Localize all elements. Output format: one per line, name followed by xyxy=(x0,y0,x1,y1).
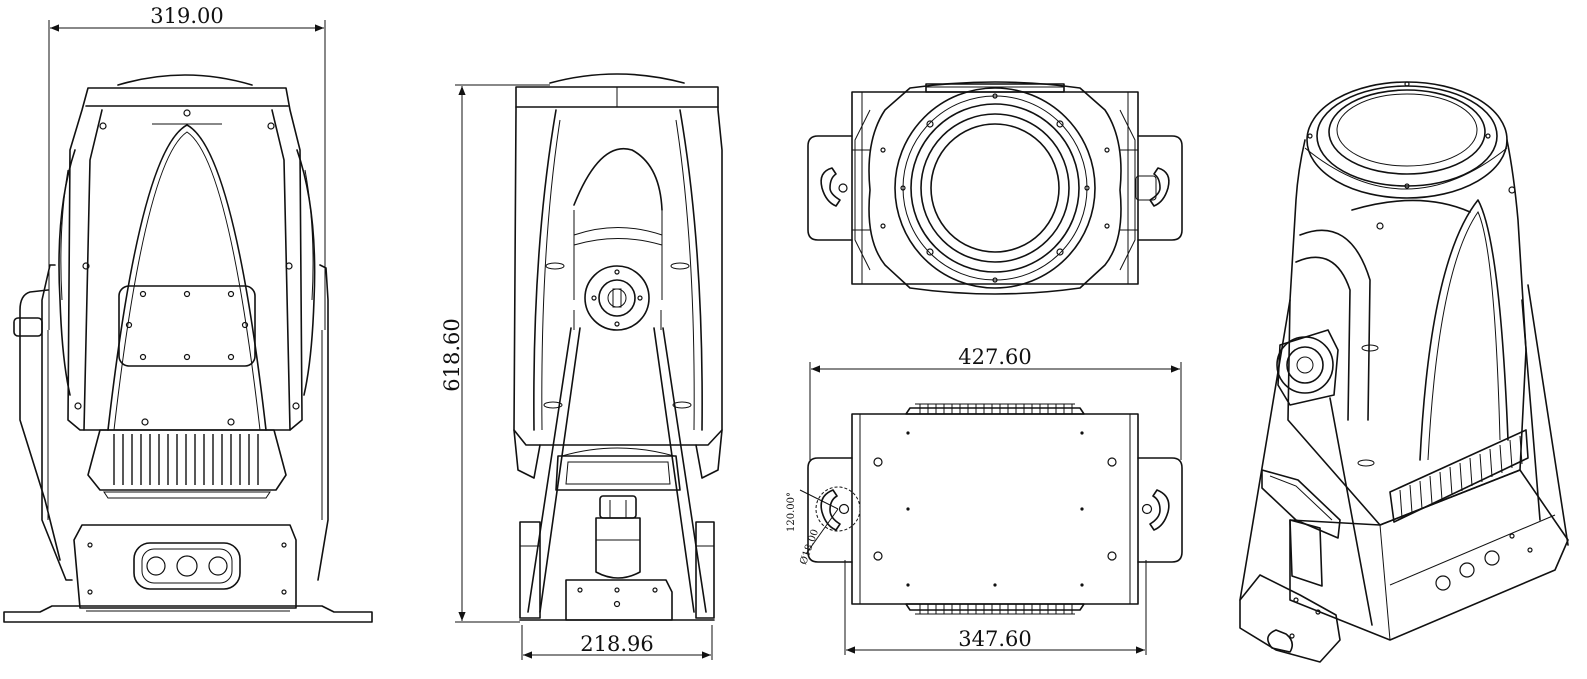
bottom-view: 427.60 347.60 xyxy=(786,345,1183,655)
bottom-view-fins-bottom xyxy=(905,603,1085,615)
top-view xyxy=(807,81,1183,295)
isometric-grille xyxy=(1389,429,1529,523)
front-grille-fins xyxy=(113,434,259,485)
front-view: 319.00 xyxy=(3,4,373,623)
dimension-label-side-height: 618.60 xyxy=(440,318,464,391)
dimension-bottom-bracket: 427.60 xyxy=(809,345,1182,460)
angle-label: 120.00° xyxy=(786,492,797,532)
dimension-side-base: 218.96 xyxy=(521,625,713,660)
dimension-label-side-base: 218.96 xyxy=(580,632,653,656)
dimension-front-width: 319.00 xyxy=(48,4,326,330)
dimension-side-height: 618.60 xyxy=(440,84,550,623)
dimension-label-bottom-body: 347.60 xyxy=(958,627,1031,651)
diameter-label: Ø18.00 xyxy=(798,528,821,566)
dimension-label-bottom-bracket: 427.60 xyxy=(958,345,1031,369)
dimension-label-front-width: 319.00 xyxy=(150,4,223,28)
dimension-bottom-body: 347.60 xyxy=(844,560,1147,655)
isometric-view xyxy=(1239,81,1569,663)
bottom-view-fins-top xyxy=(905,403,1085,415)
side-view: 618.60 218.96 xyxy=(440,73,723,660)
